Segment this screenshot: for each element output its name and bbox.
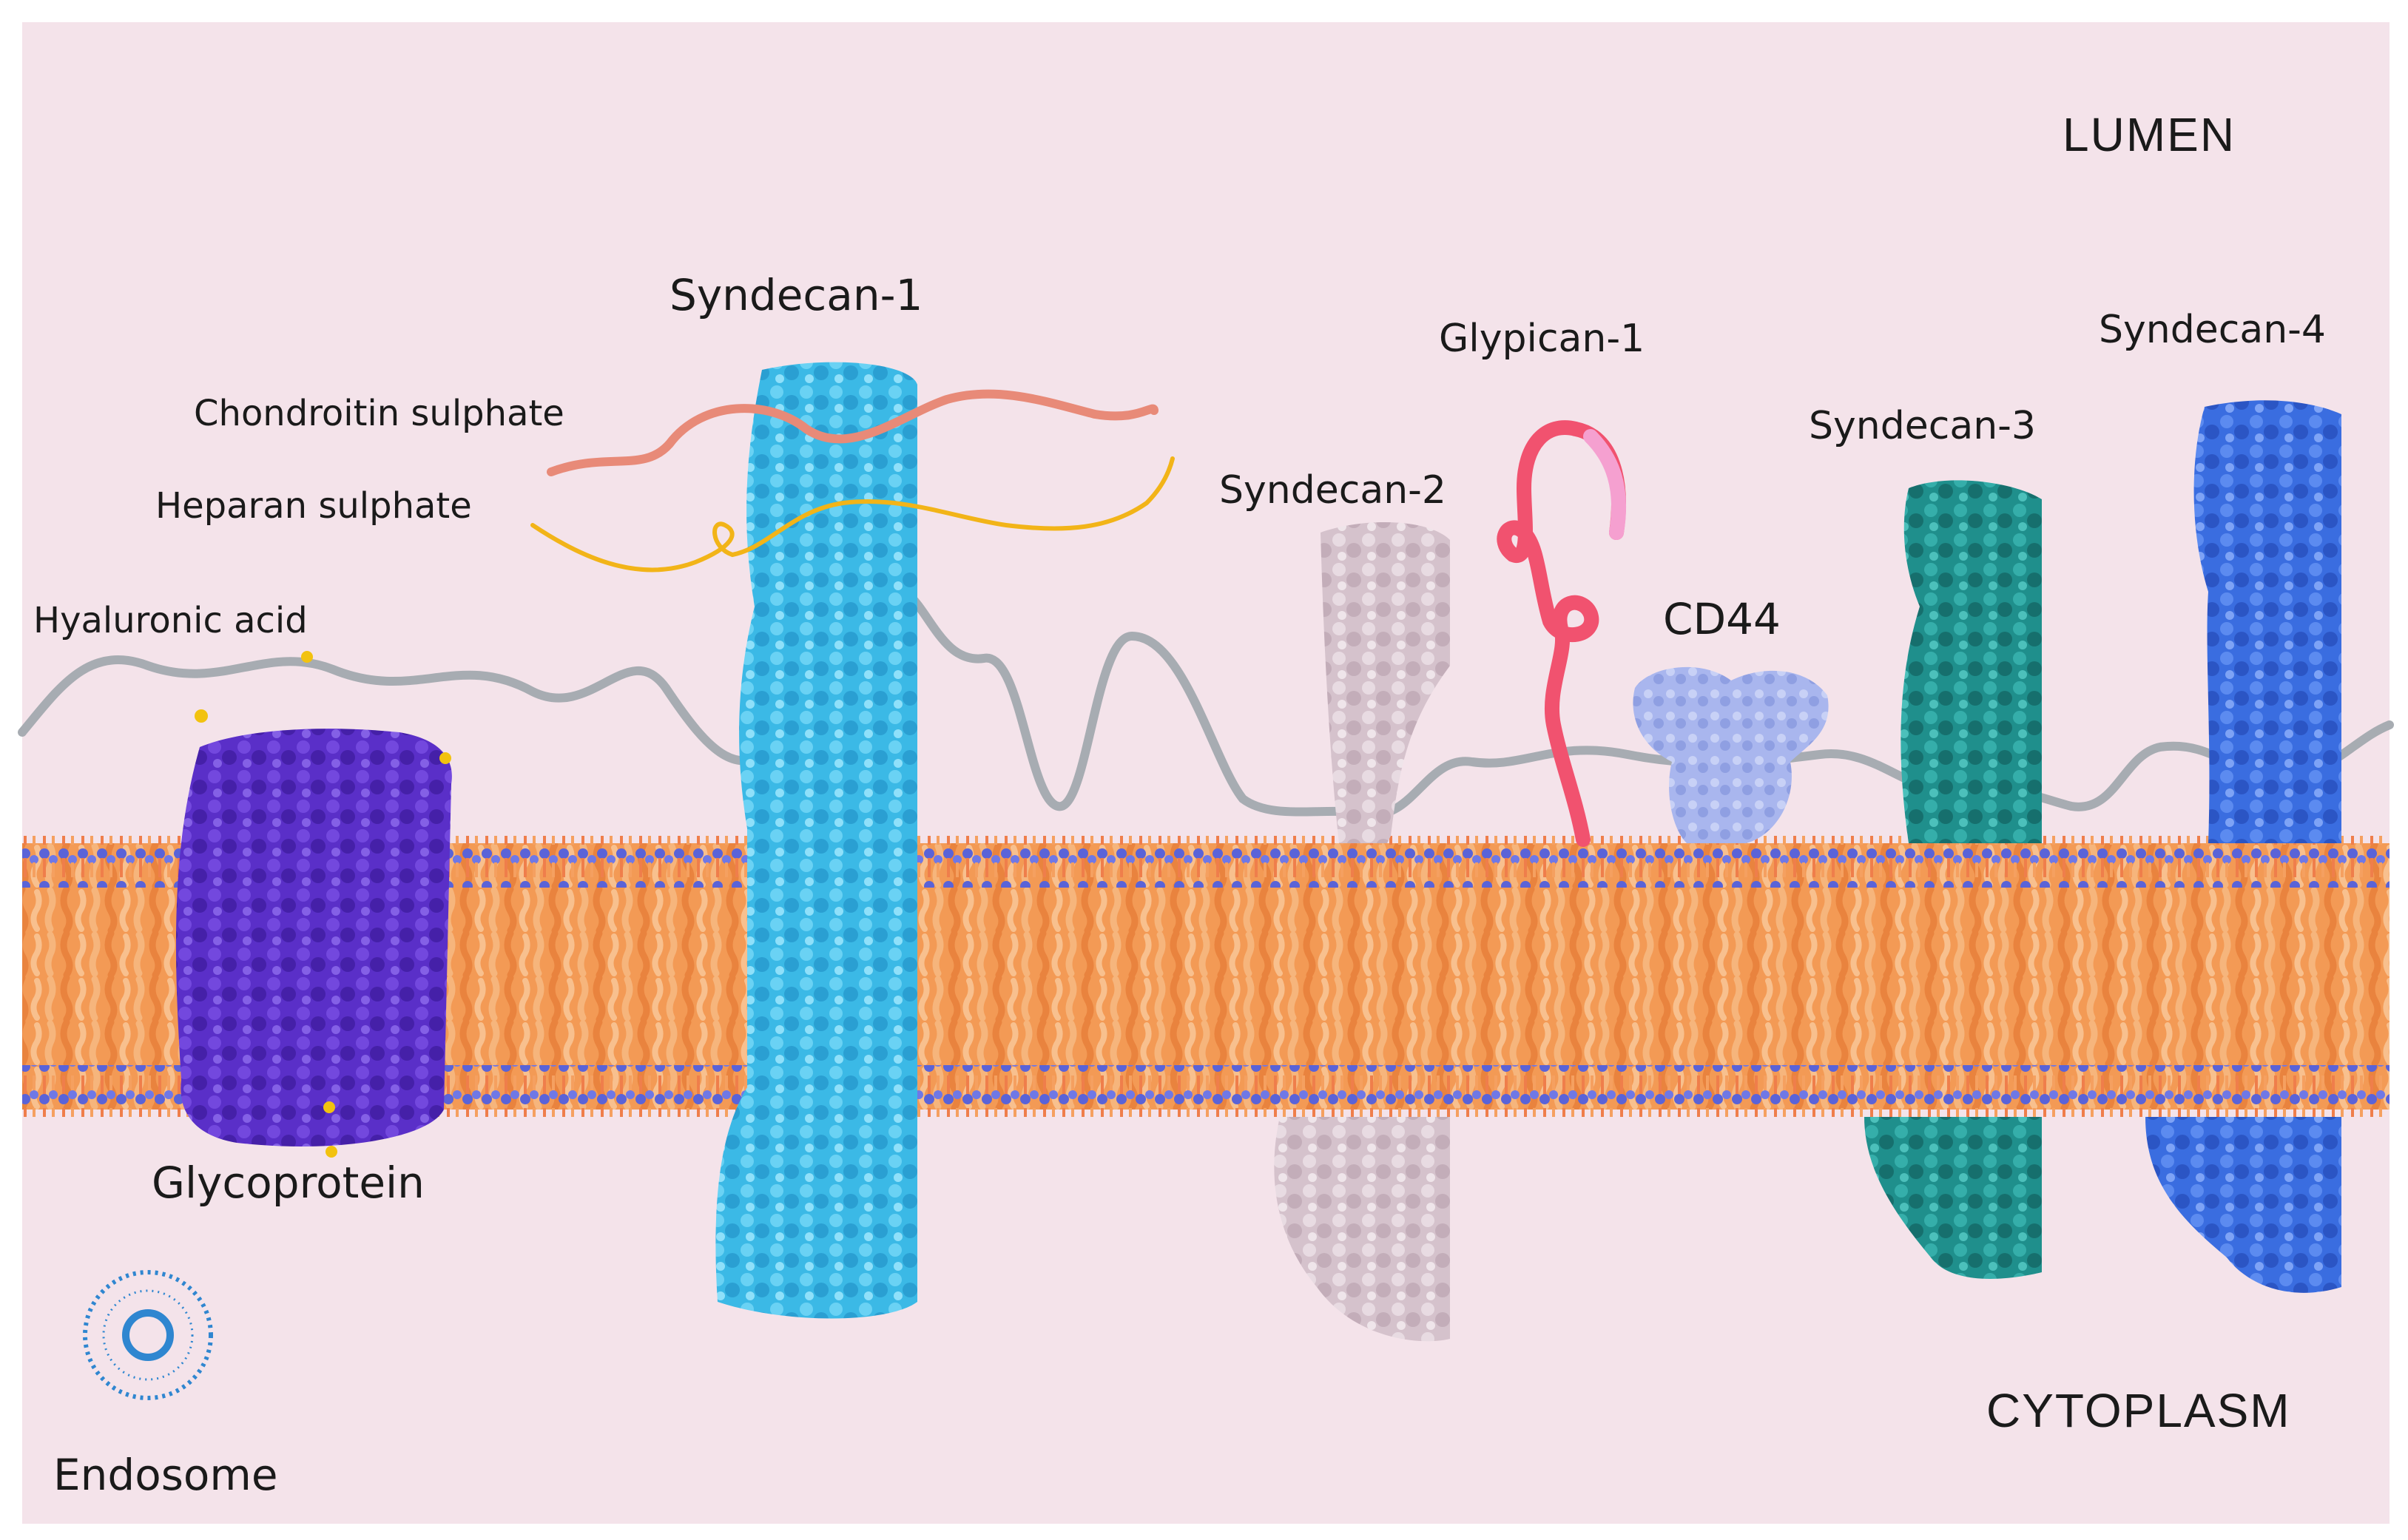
glycoprotein-label: Glycoprotein [152, 1158, 425, 1208]
cd44-label: CD44 [1663, 594, 1781, 644]
syndecan-1-protein [715, 362, 917, 1319]
syndecan-3-protein [1864, 480, 2042, 1279]
syndecan-2-label: Syndecan-2 [1219, 468, 1446, 513]
cd44-protein [1633, 666, 1829, 843]
syndecan-1-label: Syndecan-1 [670, 270, 923, 320]
lumen-label: LUMEN [2063, 108, 2236, 161]
cytoplasm-label: CYTOPLASM [1986, 1384, 2291, 1437]
glycoprotein-protein [175, 729, 452, 1146]
syndecan-4-label: Syndecan-4 [2099, 308, 2326, 352]
heparan-sulphate-label: Heparan sulphate [155, 485, 472, 527]
syndecan-4-protein [2145, 400, 2341, 1293]
glypican-1-protein [1497, 420, 1627, 847]
hyaluronic-acid-label: Hyaluronic acid [33, 600, 308, 641]
syndecan-3-label: Syndecan-3 [1809, 404, 2036, 448]
chondroitin-sulphate-strand [547, 389, 1159, 476]
glypican-1-label: Glypican-1 [1439, 317, 1645, 361]
heparan-sulphate-strand [530, 456, 1175, 573]
syndecan-2-protein [1274, 522, 1450, 1342]
endosome-label: Endosome [53, 1450, 278, 1500]
endosome-icon [83, 1270, 213, 1400]
chondroitin-sulphate-label: Chondroitin sulphate [194, 393, 564, 434]
yellow-particles [195, 651, 451, 1158]
